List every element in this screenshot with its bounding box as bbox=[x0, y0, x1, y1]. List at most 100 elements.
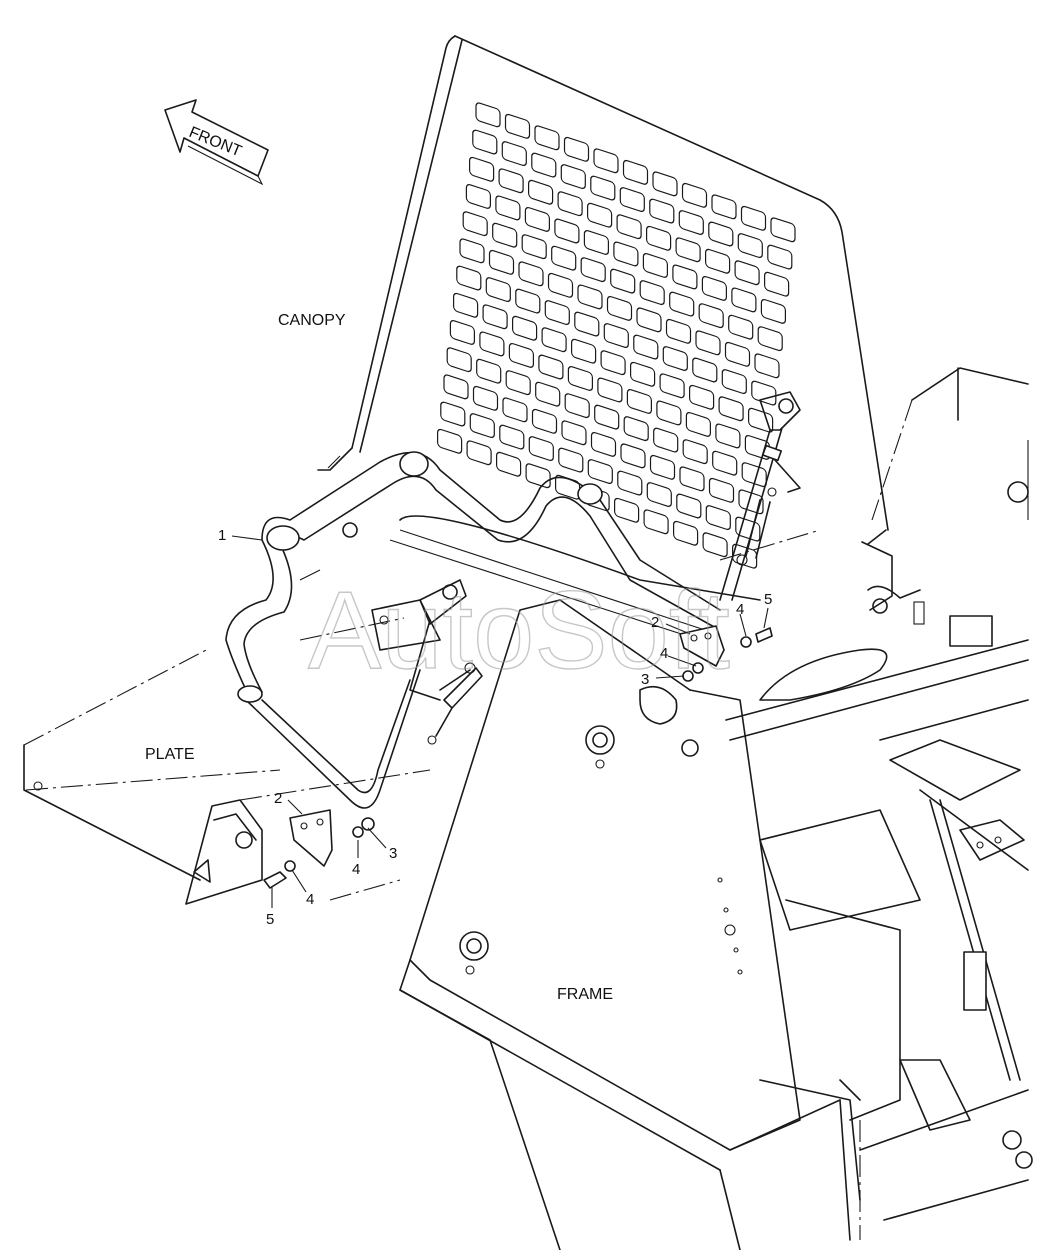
canopy-perforation bbox=[594, 404, 620, 430]
canopy-perforation bbox=[521, 234, 547, 260]
canopy-perforation bbox=[623, 416, 649, 442]
canopy-perforation bbox=[678, 210, 704, 235]
canopy-perforation bbox=[735, 516, 761, 542]
canopy-perforation bbox=[672, 520, 699, 546]
plate-label: PLATE bbox=[145, 746, 195, 763]
canopy-perforation bbox=[737, 233, 763, 259]
callout-5-left: 5 bbox=[266, 911, 274, 928]
watermark: AutoSoft bbox=[308, 569, 730, 692]
canopy-perforation bbox=[577, 284, 603, 310]
canopy-perforation bbox=[652, 171, 678, 197]
callout-3-right: 3 bbox=[641, 671, 649, 688]
canopy-perforation bbox=[734, 260, 760, 286]
canopy-perforation-grid bbox=[437, 102, 796, 569]
callout-3-left: 3 bbox=[389, 845, 397, 862]
canopy-panel bbox=[317, 35, 889, 569]
canopy-perforation bbox=[767, 244, 793, 270]
canopy-perforation bbox=[712, 450, 738, 476]
canopy-perforation bbox=[560, 164, 586, 190]
canopy-perforation bbox=[642, 253, 669, 278]
right-strut bbox=[719, 391, 801, 601]
canopy-perforation bbox=[682, 439, 708, 465]
canopy-perforation bbox=[476, 358, 502, 384]
main-frame bbox=[299, 515, 861, 1251]
canopy-perforation bbox=[731, 287, 757, 313]
canopy-perforation bbox=[613, 241, 639, 267]
canopy-perforation bbox=[479, 331, 505, 357]
canopy-perforation bbox=[482, 304, 508, 330]
canopy-perforation bbox=[613, 497, 640, 523]
canopy-perforation bbox=[465, 184, 491, 209]
callout-2-left: 2 bbox=[274, 790, 282, 807]
canopy-perforation bbox=[636, 307, 662, 333]
canopy-perforation bbox=[708, 221, 734, 247]
canopy-perforation bbox=[453, 292, 479, 318]
canopy-perforation bbox=[531, 152, 557, 178]
canopy-perforation bbox=[501, 141, 527, 167]
canopy-perforation bbox=[688, 384, 715, 410]
canopy-perforation bbox=[525, 463, 551, 489]
canopy-perforation bbox=[496, 451, 522, 477]
canopy-perforation bbox=[443, 374, 469, 400]
canopy-perforation bbox=[665, 318, 692, 344]
canopy-perforation bbox=[763, 271, 790, 297]
canopy-perforation bbox=[586, 202, 613, 228]
canopy-perforation bbox=[681, 182, 708, 208]
canopy-perforation bbox=[563, 136, 590, 162]
canopy-perforation bbox=[587, 459, 613, 484]
canopy-perforation bbox=[645, 225, 672, 251]
canopy-perforation bbox=[531, 408, 558, 434]
canopy-perforation bbox=[558, 447, 584, 473]
canopy-perforation bbox=[456, 265, 482, 291]
leader-lines bbox=[231, 535, 769, 908]
canopy-perforation bbox=[485, 277, 511, 303]
right-bracket-hardware bbox=[679, 625, 773, 682]
canopy-perforation bbox=[616, 214, 642, 240]
canopy-perforation bbox=[711, 194, 737, 220]
canopy-perforation bbox=[508, 342, 534, 368]
canopy-perforation bbox=[590, 175, 616, 201]
rear-frame bbox=[725, 367, 1033, 1240]
canopy-perforation bbox=[583, 230, 610, 255]
canopy-perforation bbox=[469, 413, 495, 439]
canopy-perforation bbox=[597, 377, 623, 403]
canopy-perforation bbox=[600, 350, 626, 376]
canopy-perforation bbox=[475, 102, 501, 128]
canopy-perforation bbox=[551, 245, 577, 271]
canopy-perforation bbox=[770, 217, 796, 243]
canopy-perforation bbox=[659, 373, 685, 399]
canopy-perforation bbox=[695, 330, 721, 356]
canopy-perforation bbox=[524, 206, 551, 232]
callout-2-right: 2 bbox=[651, 614, 659, 631]
canopy-perforation bbox=[561, 420, 587, 446]
callout-5-right: 5 bbox=[764, 591, 772, 608]
canopy-perforation bbox=[449, 320, 475, 345]
canopy-perforation bbox=[751, 380, 777, 406]
front-arrow: FRONT bbox=[164, 99, 269, 186]
canopy-perforation bbox=[702, 532, 728, 558]
floor-plate bbox=[23, 617, 431, 905]
canopy-perforation bbox=[603, 323, 629, 348]
canopy-perforation bbox=[649, 198, 675, 224]
canopy-perforation bbox=[740, 205, 767, 231]
canopy-perforation bbox=[649, 454, 676, 480]
canopy-perforation bbox=[541, 327, 567, 353]
left-bracket-hardware bbox=[263, 809, 375, 889]
canopy-perforation bbox=[760, 298, 787, 324]
canopy-perforation bbox=[492, 222, 518, 248]
canopy-perforation bbox=[620, 443, 646, 469]
canopy-perforation bbox=[721, 369, 747, 395]
canopy-perforation bbox=[472, 385, 499, 411]
canopy-perforation bbox=[672, 264, 698, 290]
canopy-perforation bbox=[724, 341, 751, 367]
callout-4-left: 4 bbox=[352, 861, 360, 878]
canopy-perforation bbox=[554, 218, 580, 244]
canopy-perforation bbox=[505, 370, 531, 396]
callout-4-left-lower: 4 bbox=[306, 891, 314, 908]
canopy-perforation bbox=[747, 407, 774, 433]
canopy-perforation bbox=[511, 315, 538, 341]
canopy-perforation bbox=[701, 275, 728, 301]
canopy-perforation bbox=[440, 401, 466, 427]
